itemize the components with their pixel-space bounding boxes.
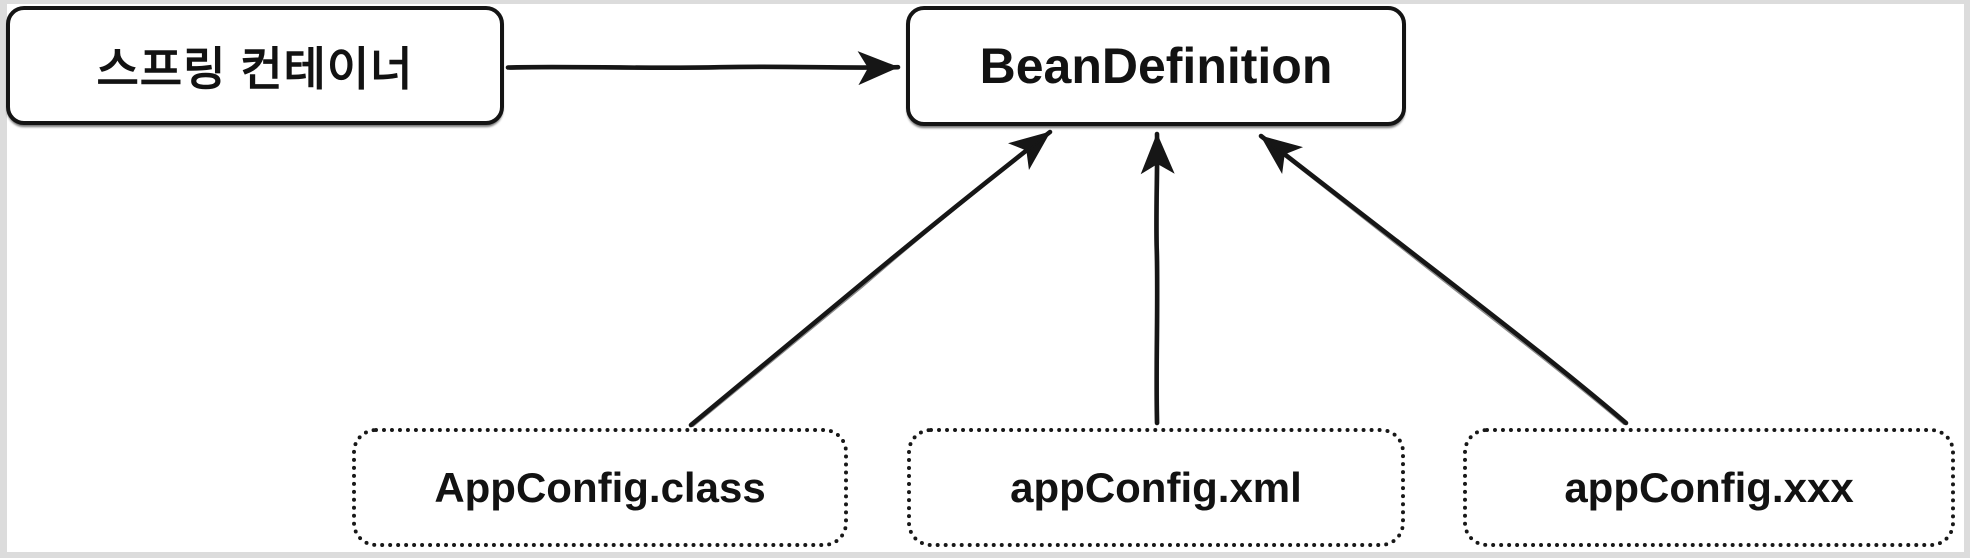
node-appconfig-xxx-label: appConfig.xxx (1564, 463, 1854, 511)
node-appconfig-class-label: AppConfig.class (434, 463, 766, 511)
node-appconfig-xxx: appConfig.xxx (1463, 428, 1955, 547)
node-bean-definition-label: BeanDefinition (979, 38, 1333, 94)
node-spring-container: 스프링 컨테이너 (6, 6, 504, 125)
node-appconfig-xml: appConfig.xml (907, 428, 1405, 547)
node-appconfig-class: AppConfig.class (352, 428, 848, 547)
node-bean-definition: BeanDefinition (906, 6, 1406, 126)
node-appconfig-xml-label: appConfig.xml (1010, 463, 1302, 511)
node-spring-container-label: 스프링 컨테이너 (96, 42, 414, 95)
